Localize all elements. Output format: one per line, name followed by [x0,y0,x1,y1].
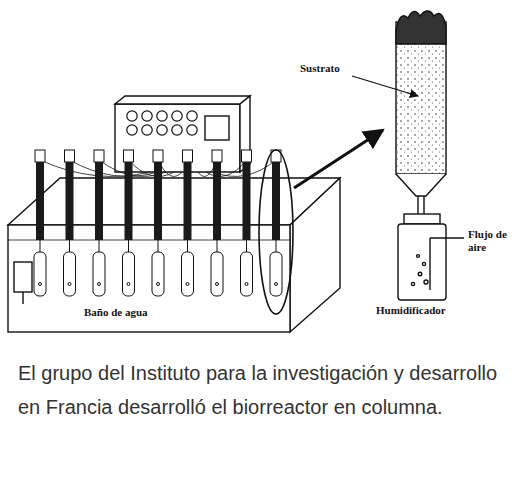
dial [187,111,197,121]
dial [172,125,182,135]
panel-dials [127,111,197,135]
water-bath [8,178,340,332]
substrate-leader [352,76,418,96]
column [93,150,166,296]
callout-label: Baño de agua [84,306,148,319]
column [182,150,194,296]
zoom-arrow [294,130,383,188]
dial [127,111,137,121]
highlight-oval [259,150,293,314]
column [123,150,175,296]
callout-label: Humidificador [376,304,446,317]
callout-label: Sustrato [300,62,340,75]
dial [172,111,182,121]
caption: El grupo del Instituto para la investiga… [18,356,514,424]
dial [157,111,167,121]
callout-label: Flujo de aire [468,228,508,253]
column [34,150,150,296]
column [64,150,159,296]
dial [142,111,152,121]
control-panel [115,96,250,172]
column-bioreactors [34,150,282,296]
dial [127,125,137,135]
column [152,150,182,296]
dial [157,125,167,135]
column [214,150,282,296]
dial [142,125,152,135]
enlarged-column [396,11,446,214]
humidifier [398,214,464,300]
column [198,150,223,296]
dial [187,125,197,135]
column [206,150,253,296]
